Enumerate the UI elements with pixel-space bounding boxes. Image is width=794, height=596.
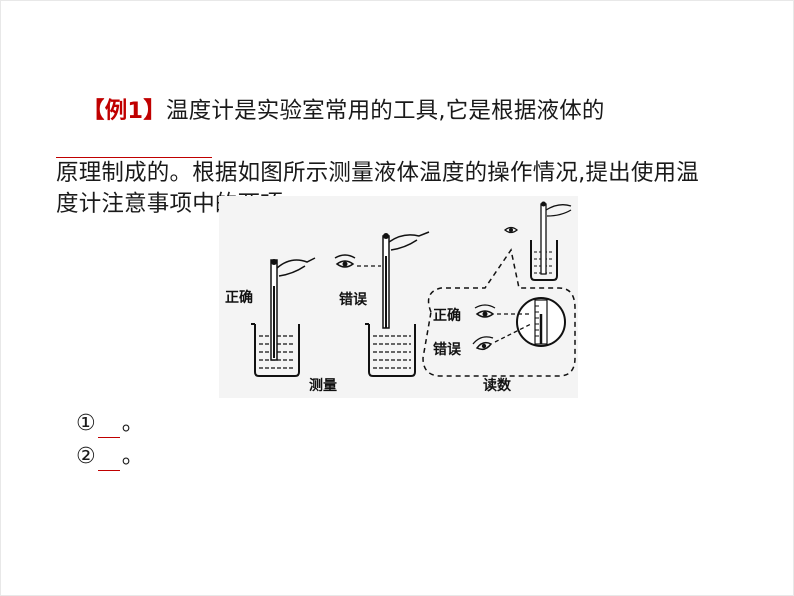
question-line-2: 原理制成的。根据如图所示测量液体温度的操作情况,提出使用温 [56,160,699,186]
question-line-1: 温度计是实验室常用的工具,它是根据液体的 [165,98,605,124]
callout-frame [422,248,576,377]
thermometer-wrong-icon [382,231,430,329]
magnified-scale-icon [516,297,566,347]
label-read-correct: 正确 [433,307,461,324]
answer-blank-principle[interactable] [56,135,212,158]
eye-icon [334,254,356,268]
example-tag: 【例1】 [82,98,166,124]
answer-marker-2: ② [76,444,96,469]
reading-beaker-icon [530,201,572,281]
answer-marker-1: ① [76,411,96,436]
eye-wrong-icon [472,336,494,351]
label-measure: 测量 [309,377,337,394]
answer-end-2: 。 [121,444,144,469]
beaker-wrong-icon [365,323,416,377]
answer-blank-1[interactable] [97,417,120,438]
label-wrong-measure: 错误 [339,291,368,308]
answer-line-1: ①。 [76,410,144,438]
label-correct-measure: 正确 [225,289,253,306]
thermometer-correct-icon [270,257,316,361]
label-read-wrong: 错误 [433,341,462,358]
label-read: 读数 [483,377,512,394]
answer-end-1: 。 [121,411,144,436]
answer-blank-2[interactable] [97,450,120,471]
thermometer-figure: 正确 错误 测量 [219,196,578,398]
eye-correct-icon [474,304,496,318]
eye-reading-top-icon [503,226,519,234]
answer-line-2: ②。 [76,443,144,471]
